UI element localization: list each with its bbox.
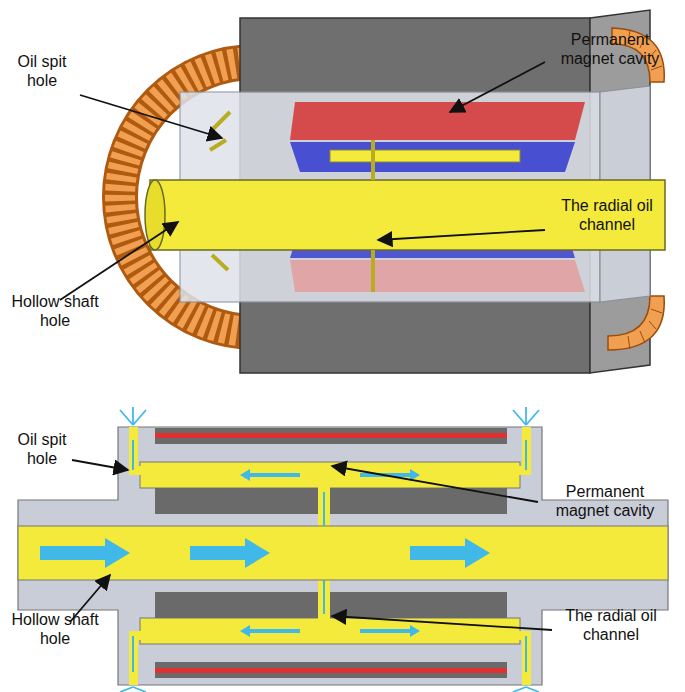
leader-lines (70, 460, 552, 630)
leader-lines (60, 62, 545, 300)
callout-label: Hollow shaft hole (0, 610, 110, 648)
callout-label: The radial oil channel (548, 196, 666, 234)
motor-section (18, 407, 668, 692)
callout-label: Permanent magnet cavity (540, 482, 670, 520)
callout-label: Hollow shaft hole (0, 292, 110, 330)
callout-label: The radial oil channel (552, 606, 670, 644)
callout-label: Oil spit hole (2, 430, 82, 468)
callout-label: Permanent magnet cavity (545, 30, 675, 68)
callout-label: Oil spit hole (2, 52, 82, 90)
